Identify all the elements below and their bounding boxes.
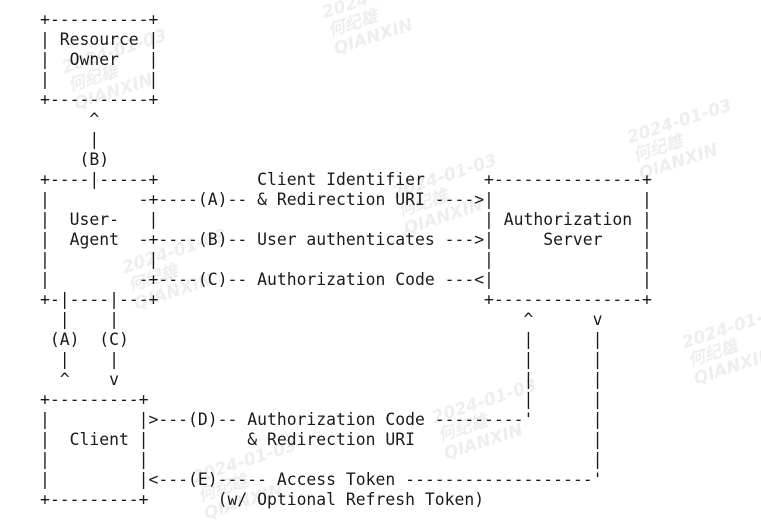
watermark-name: 何纪雄 bbox=[685, 336, 741, 372]
diagram-line-resource-owner-label-2: | Owner | bbox=[40, 50, 159, 69]
diagram-line-user-agent-label: | User- | | Authorization | bbox=[40, 210, 652, 229]
watermark-org: QIANXIN bbox=[636, 139, 721, 185]
diagram-line-step-a-c-labels: (A) (C) | | bbox=[40, 330, 603, 349]
diagram-line-step-b-label: (B) bbox=[40, 150, 110, 169]
watermark-date: 2024-01-03 bbox=[624, 95, 735, 149]
diagram-line-resource-owner-top: +----------+ bbox=[40, 10, 159, 29]
diagram-line-client-label: | Client | & Redirection URI | bbox=[40, 430, 603, 449]
diagram-line-user-agent-side: | | | | bbox=[40, 250, 652, 269]
watermark: 2024-01-03 何纪雄 QIANXIN bbox=[679, 300, 761, 390]
diagram-line-resource-owner-side: | | bbox=[40, 70, 159, 89]
diagram-line-resource-owner-bottom: +----------+ bbox=[40, 90, 159, 109]
diagram-line-step-a: | -+----(A)-- & Redirection URI ---->| | bbox=[40, 190, 652, 209]
watermark-name: 何纪雄 bbox=[630, 131, 686, 167]
diagram-line-resource-owner-label-1: | Resource | bbox=[40, 30, 159, 49]
watermark-date: 2024-01-03 bbox=[679, 300, 761, 354]
diagram-line-user-agent-top: +----|-----+ Client Identifier +--------… bbox=[40, 170, 652, 189]
diagram-line-connector-shafts: | | | | bbox=[40, 350, 603, 369]
watermark-org: QIANXIN bbox=[331, 14, 416, 60]
diagram-line-arrow-up: ^ bbox=[40, 110, 100, 129]
diagram-line-client-bottom: +---------+ (w/ Optional Refresh Token) bbox=[40, 490, 485, 509]
diagram-line-arrow-shaft: | bbox=[40, 130, 100, 149]
watermark-name: 何纪雄 bbox=[325, 6, 381, 42]
diagram-line-step-b: | Agent -+----(B)-- User authenticates -… bbox=[40, 230, 652, 249]
diagram-line-step-e: | |<---(E)----- Access Token -----------… bbox=[40, 470, 603, 489]
watermark-org: QIANXIN bbox=[691, 344, 761, 390]
diagram-line-connectors: | | ^ v bbox=[40, 310, 603, 329]
diagram-line-client-top: +---------+ | | bbox=[40, 390, 603, 409]
watermark: 2024-01-03 何纪雄 QIANXIN bbox=[320, 0, 441, 59]
watermark-date: 2024-01-03 bbox=[320, 0, 430, 23]
diagram-line-client-side: | | | bbox=[40, 450, 603, 469]
diagram-line-step-d: | |>---(D)-- Authorization Code --------… bbox=[40, 410, 603, 429]
diagram-line-connector-arrows: ^ v | | bbox=[40, 370, 603, 389]
diagram-line-step-c: | -+----(C)-- Authorization Code ---<| | bbox=[40, 270, 652, 289]
diagram-line-user-agent-bottom: +-|----|---+ +---------------+ bbox=[40, 290, 652, 309]
